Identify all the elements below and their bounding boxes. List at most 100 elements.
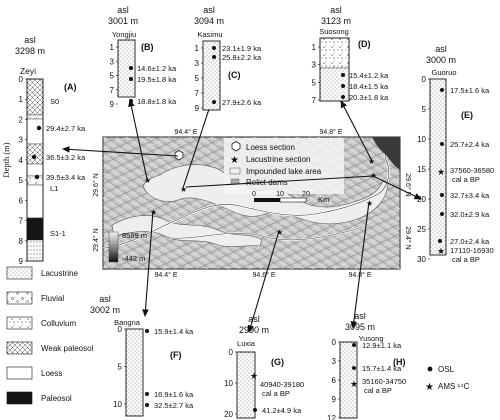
age-g1: 40940-39180 [260, 380, 304, 389]
map-legend-impounded: Impounded lake area [246, 167, 322, 176]
symbol-legend: OSL ★ AMS ¹⁴C [425, 365, 470, 393]
depth-tick-label: 12 [327, 414, 336, 420]
age-marker-h2 [352, 366, 356, 370]
site-c-letter: (C) [228, 70, 241, 80]
lithology-legend: Lacustrine Fluvial Colluvium Weak paleos… [6, 266, 94, 405]
age-e6: 27.0±2.4 ka [450, 237, 490, 246]
site-h-letter: (H) [393, 357, 406, 367]
site-b-letter: (B) [141, 42, 154, 52]
site-a-asl: asl [24, 35, 36, 45]
age-marker-e4 [440, 193, 444, 197]
ams-marker-g1: ★ [250, 371, 258, 381]
map-legend-loess: Loess section [246, 143, 295, 152]
age-a1: 29.4±2.7 ka [46, 124, 86, 133]
age-marker-b2 [129, 77, 133, 81]
column-a-frame [26, 78, 44, 262]
site-e-letter: (E) [461, 110, 473, 120]
depth-tick-label: 3 [110, 57, 115, 66]
column-d-colluvium [319, 37, 350, 69]
depth-tick-label: 10 [224, 379, 233, 388]
ams-marker-e7: ★ [437, 246, 445, 256]
connector-arrows [61, 98, 422, 334]
ams-marker-h3: ★ [350, 379, 358, 389]
age-marker-a2 [31, 154, 37, 160]
elevation-low-label: -442 m [122, 254, 145, 263]
age-marker-d2 [341, 84, 345, 88]
depth-tick-label: 0 [422, 75, 427, 84]
arrow-d [340, 100, 373, 162]
scale-bar-black [254, 198, 280, 202]
arrow-h [350, 201, 370, 330]
layer-lacustrine-a [26, 239, 44, 262]
high-relief-zone [372, 137, 400, 170]
layer-l1-weak [26, 143, 44, 165]
scale-bar-white [279, 197, 307, 203]
depth-tick-label: 5 [195, 74, 200, 83]
river-lower-outline [169, 215, 381, 241]
age-e7-unit: cal a BP [452, 255, 480, 264]
elevation-high-label: 8589 m [122, 231, 147, 240]
site-d-asl: asl [330, 5, 342, 15]
layer-loess-a3 [26, 184, 44, 219]
depth-axis-label: Depth (m) [1, 142, 11, 177]
legend-label-loess: Loess [41, 369, 62, 378]
age-e5: 32.0±2.9 ka [450, 210, 490, 219]
depth-tick-label: 1 [195, 44, 200, 53]
legend-swatch-lacustrine [6, 266, 33, 280]
depth-tick-label: 10 [113, 400, 122, 409]
impounded-lake-branch [111, 215, 263, 248]
site-c-asl: asl [203, 5, 215, 15]
ams-star-icon: ★ [425, 382, 434, 393]
age-marker-d1 [341, 73, 345, 77]
depth-tick-label: 4 [19, 156, 24, 165]
column-e-body [429, 78, 447, 256]
age-marker-f2 [145, 392, 149, 396]
age-marker-c3 [212, 100, 216, 104]
depth-tick-label: 5 [118, 363, 123, 372]
age-b3: 18.8±1.8 ka [137, 97, 177, 106]
depth-tick-label: 7 [110, 86, 115, 95]
arrow-e-left [185, 175, 374, 188]
age-h3: 35160-34750 [362, 377, 406, 386]
depth-tick-label: 3 [312, 61, 317, 70]
site-h-elevation: 3095 m [345, 322, 375, 332]
site-a-name: Zeyi [20, 66, 36, 76]
lacustrine-marker-d: ★ [368, 157, 375, 166]
lon-label-top-2: 94.8° E [319, 128, 342, 136]
age-h2: 15.7±1.4 ka [362, 364, 402, 373]
column-a: asl 3298 m Zeyi (A) S0 L1 S1-1 Depth (m)… [1, 35, 86, 266]
legend-osl: OSL [438, 365, 455, 374]
age-marker-e1 [440, 88, 444, 92]
depth-tick-label: 7 [312, 96, 317, 105]
column-d-frame [319, 37, 350, 102]
star-icon: ★ [230, 155, 239, 166]
site-g-elevation: 2990 m [239, 325, 269, 335]
depth-tick-label: 6 [19, 196, 24, 205]
site-d-letter: (D) [358, 39, 371, 49]
age-b1: 14.6±1.2 ka [137, 64, 177, 73]
age-marker-b1 [129, 66, 133, 70]
scale-tick-20: 20 [302, 191, 310, 198]
age-a2: 36.5±3.2 ka [46, 153, 86, 162]
depth-tick-label: 9 [195, 104, 200, 113]
lacustrine-marker-h: ★ [366, 199, 373, 208]
map-panel: 29.6° N 29.4° N 29.6° N 29.4° N 94.4° E … [92, 128, 412, 279]
depth-tick-label: 3 [195, 59, 200, 68]
age-e2: 25.7±2.4 ka [450, 140, 490, 149]
age-g1-unit: cal a BP [262, 389, 290, 398]
lat-label-2: 29.4° N [92, 228, 100, 251]
legend-label-lacustrine: Lacustrine [41, 269, 78, 278]
age-e4: 32.7±3.4 ka [450, 191, 490, 200]
age-c2: 25.8±2.2 ka [222, 53, 262, 62]
scale-tick-0: 0 [252, 191, 256, 198]
map-legend-box [224, 138, 344, 194]
depth-tick-label: 1 [312, 43, 317, 52]
